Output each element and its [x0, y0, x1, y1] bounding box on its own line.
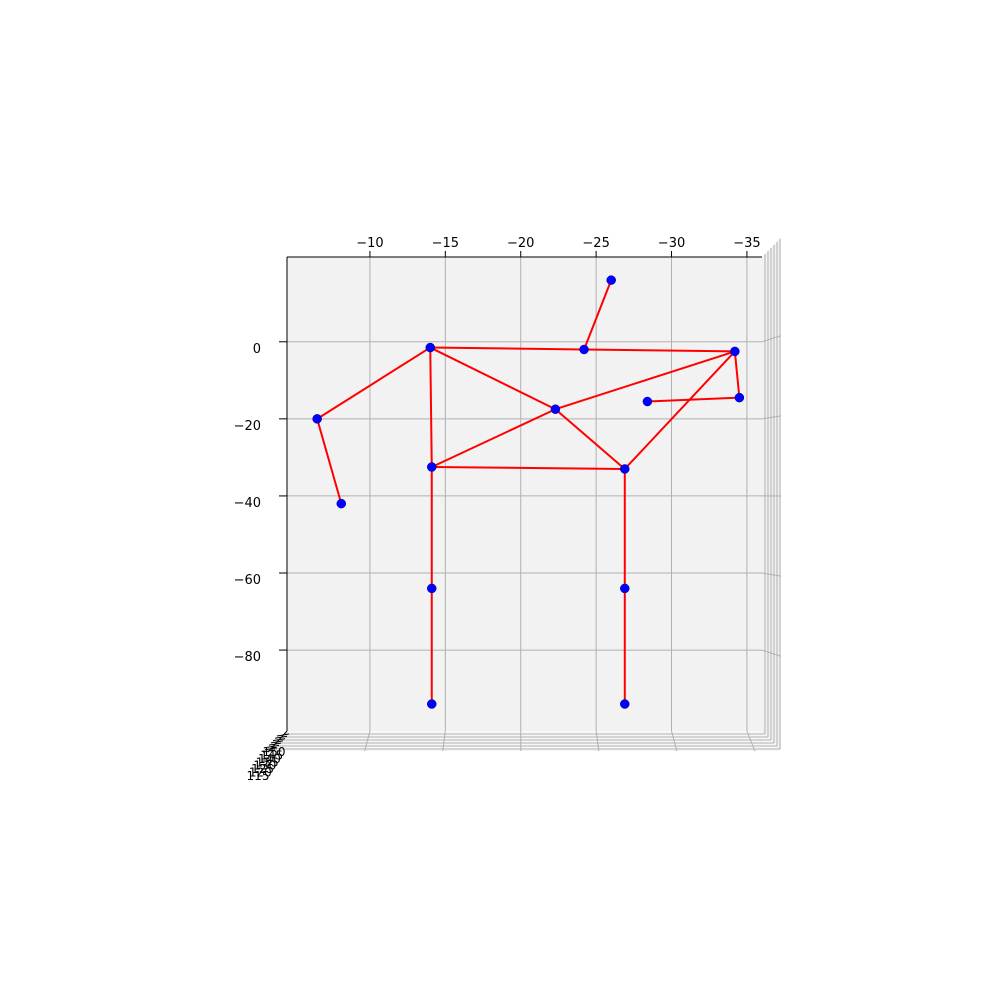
z-tick-mark [268, 742, 282, 746]
bone-line [429, 346, 586, 351]
bone-line [430, 408, 557, 469]
bone-line [430, 466, 626, 470]
bone-line [554, 350, 736, 411]
z-tick-label: 115 [247, 769, 270, 783]
joint-point [312, 414, 322, 424]
bone-line [583, 348, 736, 353]
joint-point [620, 699, 630, 709]
x-tick-label: −30 [658, 236, 685, 251]
joint-point [734, 392, 745, 403]
z-tick-mark [264, 747, 278, 751]
x-tick-label: −20 [507, 236, 534, 251]
joint-point [427, 699, 437, 709]
tick-labels: −10 −15 −20 −25 −30 −35 0 −20 −40 −60 −80 115120125… [234, 236, 761, 783]
z-tick-mark [266, 744, 280, 748]
joint-point [579, 344, 589, 355]
joint-point [427, 583, 437, 594]
z-tick-label: 140 [258, 752, 281, 766]
y-tick-label: −40 [234, 496, 261, 511]
bone-line [623, 350, 736, 470]
joint-point [336, 498, 347, 509]
z-tick-label: 145 [260, 748, 283, 762]
y-tick-label: 0 [253, 342, 261, 357]
bone-line [733, 350, 741, 399]
bone-line [429, 346, 557, 411]
joint-point [620, 464, 630, 474]
tick-marks [262, 251, 748, 753]
x-tick-label: −25 [582, 236, 609, 251]
joint-point [606, 275, 616, 285]
bone-line [554, 408, 626, 470]
bone-line [316, 417, 343, 505]
z-tick-label: 130 [253, 759, 276, 773]
joint-point [730, 346, 740, 357]
joint-point [427, 462, 437, 472]
skeleton-bones [316, 279, 741, 706]
z-tick-label: 150 [263, 745, 286, 759]
axes-panes [270, 237, 781, 751]
bone-line [646, 396, 741, 403]
joint-point [620, 583, 630, 594]
z-tick-label: 135 [256, 755, 279, 769]
z-tick-mark [272, 738, 286, 742]
y-tick-label: −80 [234, 650, 261, 665]
grid-lines [269, 239, 782, 752]
bone-line [429, 346, 433, 469]
joint-point [550, 404, 561, 414]
joint-point [642, 396, 653, 407]
z-tick-label: 120 [249, 766, 272, 780]
y-tick-label: −60 [234, 573, 261, 588]
x-tick-label: −10 [356, 236, 383, 251]
z-tick-mark [262, 749, 276, 753]
bone-line [316, 346, 432, 420]
bone-line [583, 279, 613, 351]
skeleton-joints [312, 275, 745, 709]
x-tick-label: −15 [432, 236, 459, 251]
joint-point [425, 342, 436, 353]
z-tick-mark [270, 740, 284, 744]
z-tick-label: 125 [251, 762, 274, 776]
z-tick-mark [274, 735, 288, 739]
y-tick-label: −20 [234, 419, 261, 434]
back-pane [287, 257, 762, 731]
x-tick-label: −35 [733, 236, 760, 251]
z-tick-mark [276, 733, 290, 737]
